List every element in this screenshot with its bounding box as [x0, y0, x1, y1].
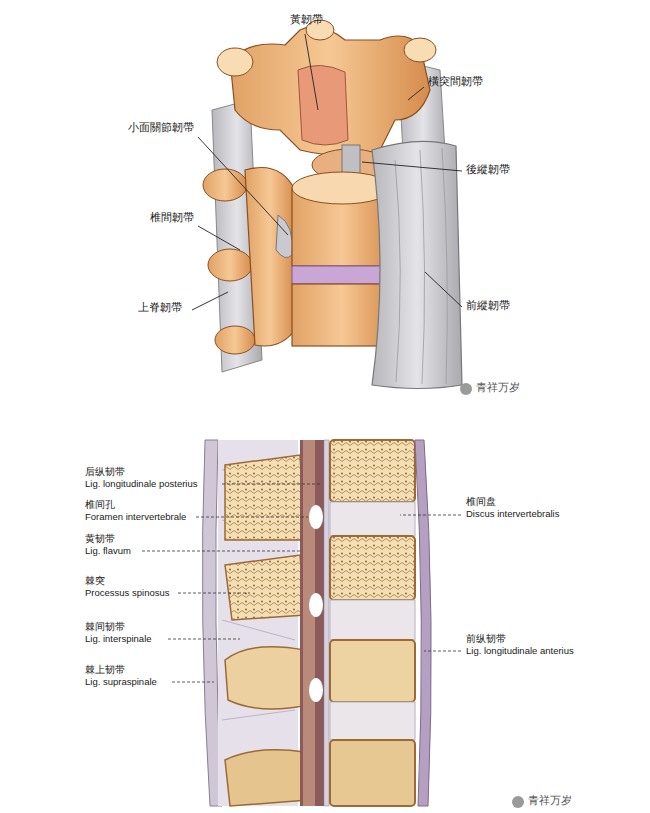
part-label: 椎间孔	[85, 499, 115, 510]
part-label: 橫突間韌帶	[428, 76, 483, 88]
watermark: 青祥万岁	[528, 795, 572, 807]
part-label: 後縱韌帶	[466, 164, 510, 176]
watermark: 青祥万岁	[476, 382, 520, 394]
part-label: 前縱韌帶	[466, 300, 510, 312]
part-label: 后纵韧带	[85, 466, 125, 477]
latin-label: Lig. longitudinale anterius	[466, 646, 574, 656]
part-label: 黃韌帶	[290, 14, 323, 26]
latin-label: Discus intervertebralis	[466, 509, 559, 519]
part-label: 椎间盘	[466, 496, 496, 507]
part-label: 黄韧带	[85, 533, 115, 544]
part-label: 棘间韧带	[85, 621, 125, 632]
latin-label: Lig. flavum	[85, 546, 131, 556]
part-label: 棘上韧带	[85, 664, 125, 675]
latin-label: Lig. longitudinale posterius	[85, 479, 198, 489]
latin-label: Foramen intervertebrale	[85, 512, 186, 522]
part-label: 小面關節韌帶	[128, 122, 194, 134]
part-label: 前纵韧带	[466, 633, 506, 644]
part-label: 棘突	[85, 575, 105, 586]
latin-label: Lig. interspinale	[85, 634, 152, 644]
latin-label: Lig. supraspinale	[85, 677, 157, 687]
latin-label: Processus spinosus	[85, 588, 169, 598]
part-label: 上脊韌帶	[138, 302, 182, 314]
part-label: 椎間韌帶	[150, 212, 194, 224]
